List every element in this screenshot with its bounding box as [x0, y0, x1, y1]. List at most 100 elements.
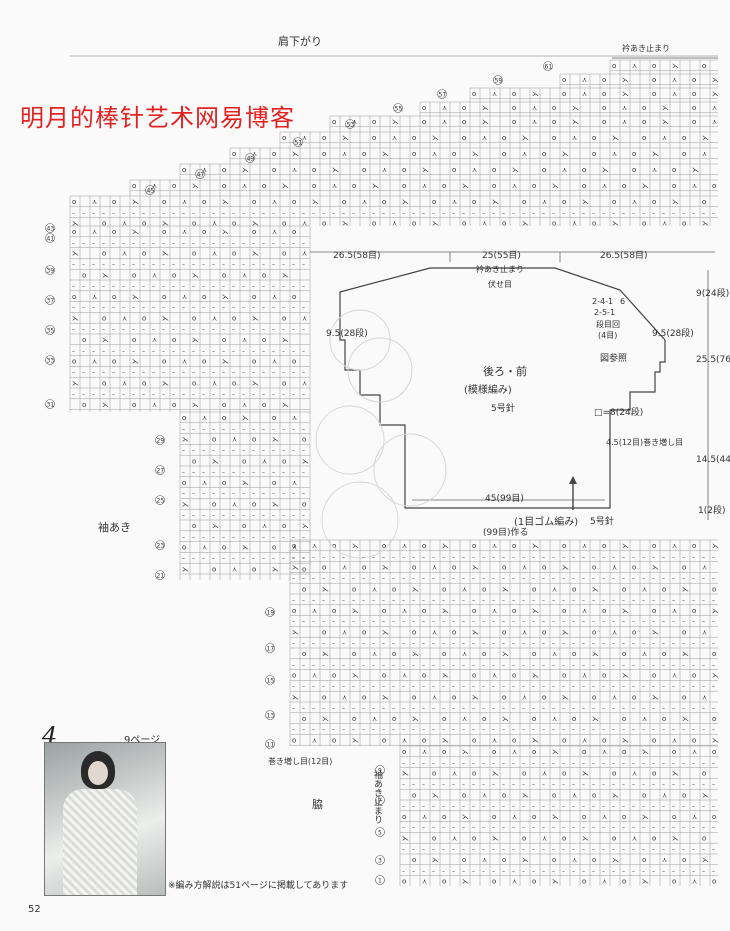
svg-text:–: – — [332, 727, 335, 734]
svg-text:o: o — [642, 791, 646, 799]
svg-text:–: – — [652, 760, 655, 767]
svg-text:–: – — [432, 662, 435, 669]
svg-text:–: – — [292, 210, 295, 217]
svg-text:–: – — [572, 760, 575, 767]
svg-text:o: o — [562, 90, 566, 98]
svg-text:o: o — [532, 878, 536, 886]
svg-text:⋋: ⋋ — [72, 379, 79, 387]
svg-text:–: – — [352, 705, 355, 712]
svg-text:–: – — [702, 846, 705, 853]
svg-text:–: – — [442, 727, 445, 734]
svg-text:–: – — [402, 576, 405, 583]
svg-text:o: o — [412, 564, 416, 572]
row-number-circle — [493, 75, 503, 85]
svg-text:–: – — [252, 326, 255, 333]
svg-text:–: – — [302, 640, 305, 647]
svg-text:–: – — [462, 846, 465, 853]
svg-text:o: o — [442, 715, 446, 723]
svg-text:–: – — [562, 705, 565, 712]
svg-text:o: o — [632, 693, 636, 701]
svg-text:–: – — [122, 305, 125, 312]
svg-text:–: – — [472, 705, 475, 712]
svg-text:–: – — [692, 868, 695, 875]
svg-text:–: – — [712, 640, 715, 647]
svg-text:–: – — [342, 705, 345, 712]
svg-text:o: o — [232, 250, 236, 258]
svg-text:–: – — [482, 760, 485, 767]
svg-text:o: o — [432, 770, 436, 778]
svg-text:⋏: ⋏ — [312, 542, 317, 550]
svg-text:–: – — [342, 640, 345, 647]
svg-text:o: o — [682, 150, 686, 158]
svg-text:–: – — [672, 782, 675, 789]
svg-text:–: – — [452, 576, 455, 583]
svg-text:o: o — [422, 672, 426, 680]
svg-text:⋏: ⋏ — [312, 672, 317, 680]
svg-text:–: – — [572, 210, 575, 217]
svg-text:o: o — [642, 134, 646, 142]
svg-text:–: – — [462, 640, 465, 647]
svg-text:–: – — [572, 868, 575, 875]
svg-text:o: o — [642, 118, 646, 126]
svg-text:–: – — [582, 803, 585, 810]
svg-text:–: – — [442, 825, 445, 832]
svg-text:–: – — [542, 868, 545, 875]
svg-text:–: – — [462, 619, 465, 626]
svg-text:–: – — [182, 348, 185, 355]
svg-text:–: – — [222, 556, 225, 563]
row-number-circle — [375, 795, 385, 805]
svg-text:–: – — [632, 576, 635, 583]
svg-text:–: – — [272, 305, 275, 312]
svg-text:–: – — [492, 803, 495, 810]
svg-text:o: o — [632, 629, 636, 637]
svg-text:–: – — [302, 305, 305, 312]
svg-text:–: – — [612, 662, 615, 669]
svg-text:–: – — [122, 283, 125, 290]
svg-text:–: – — [692, 597, 695, 604]
svg-text:–: – — [622, 868, 625, 875]
svg-text:⋋: ⋋ — [552, 878, 559, 886]
svg-text:–: – — [282, 512, 285, 519]
svg-text:–: – — [582, 846, 585, 853]
svg-text:o: o — [692, 672, 696, 680]
svg-text:–: – — [182, 469, 185, 476]
svg-text:o: o — [392, 650, 396, 658]
svg-text:–: – — [132, 326, 135, 333]
row-number-circle — [265, 739, 275, 749]
svg-text:–: – — [292, 705, 295, 712]
increase-note: 4.5(12目)巻き増し目 — [606, 438, 684, 447]
svg-text:⋏: ⋏ — [672, 607, 677, 615]
svg-text:o: o — [512, 104, 516, 112]
svg-text:–: – — [642, 684, 645, 691]
svg-text:–: – — [632, 782, 635, 789]
svg-text:–: – — [672, 619, 675, 626]
svg-text:–: – — [652, 597, 655, 604]
svg-text:⋋: ⋋ — [282, 401, 289, 409]
svg-text:–: – — [82, 348, 85, 355]
svg-text:–: – — [242, 240, 245, 247]
svg-text:–: – — [92, 348, 95, 355]
svg-text:o: o — [692, 90, 696, 98]
svg-text:–: – — [162, 326, 165, 333]
svg-text:⋋: ⋋ — [432, 134, 439, 142]
svg-text:–: – — [472, 760, 475, 767]
svg-text:–: – — [272, 391, 275, 398]
svg-text:⋋: ⋋ — [532, 737, 539, 745]
row-number-circle — [375, 855, 385, 865]
svg-text:o: o — [562, 607, 566, 615]
svg-text:⋏: ⋏ — [402, 542, 407, 550]
svg-text:o: o — [332, 542, 336, 550]
svg-text:⋋: ⋋ — [462, 878, 469, 886]
svg-text:–: – — [582, 619, 585, 626]
svg-text:–: – — [442, 662, 445, 669]
svg-text:o: o — [692, 607, 696, 615]
svg-text:⋏: ⋏ — [672, 672, 677, 680]
svg-text:⋏: ⋏ — [692, 748, 697, 756]
svg-text:–: – — [352, 727, 355, 734]
svg-text:–: – — [312, 727, 315, 734]
svg-text:–: – — [492, 576, 495, 583]
svg-text:⋋: ⋋ — [72, 250, 79, 258]
svg-text:–: – — [312, 576, 315, 583]
row-number-text: 19 — [267, 609, 275, 616]
svg-text:o: o — [562, 198, 566, 206]
